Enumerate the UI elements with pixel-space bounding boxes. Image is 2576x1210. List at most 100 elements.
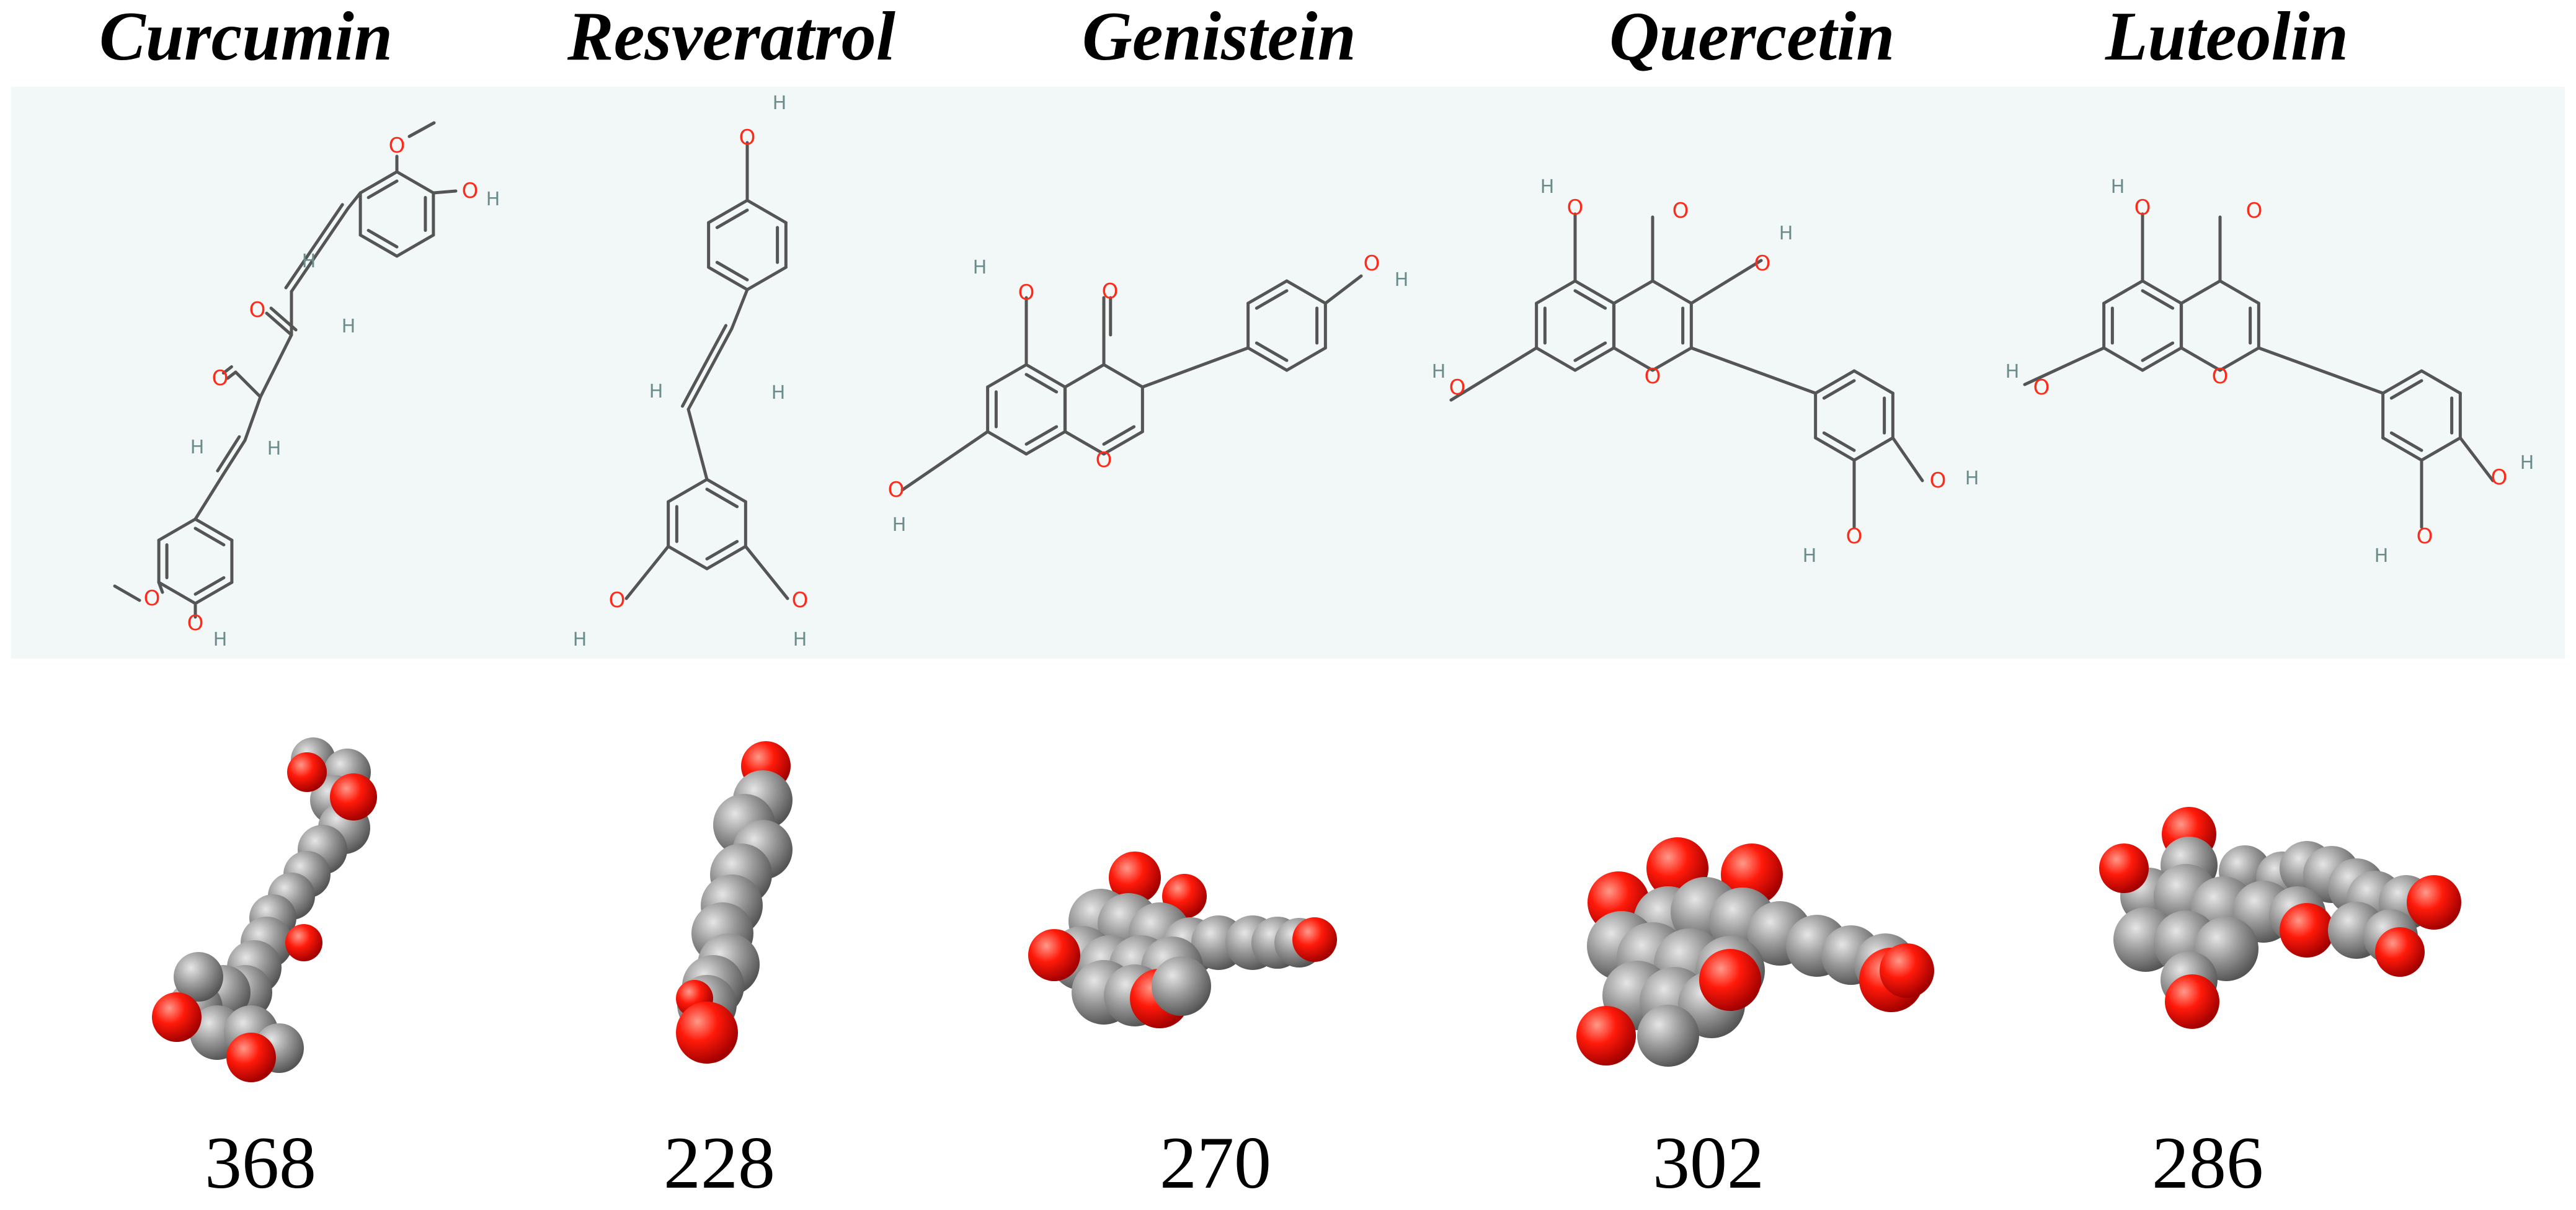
model-genistein [1028,852,1337,1028]
bond [407,121,436,138]
ring-a-inner-bond [1024,425,1059,446]
oxygen-atom [676,1002,738,1064]
oxygen-label: O [1930,468,1947,493]
oxygen-atom [1880,943,1934,998]
bond [157,581,164,594]
bond [1140,346,1250,389]
ring-a-inner-bond [2141,341,2175,362]
oxygen-label: O [2246,198,2263,223]
ring-a-inner-bond [2141,289,2175,310]
hydrogen-label: H [1432,361,1446,383]
models-3d [152,737,2461,1082]
ring-c-bond [2180,279,2222,305]
oxygen-label: O [739,125,756,150]
ring-a-bond [707,265,749,291]
structure-panel [11,87,2565,659]
bond [193,473,225,521]
ring-b-inner-bond [1255,289,1289,310]
oxygen-label: O [144,586,161,611]
hydrogen-label: H [793,629,807,651]
hydrogen-label: H [2111,176,2125,198]
ring-b-bond [193,581,234,605]
hydrogen-label: H [190,437,205,458]
oxygen-label: O [888,478,905,502]
oxygen-atom [285,924,322,961]
alkene-double-bond [680,324,727,408]
ring-b-bond [1246,346,1289,372]
oxygen-label: O [187,611,204,636]
ring-a-bond [707,198,749,225]
bond [1689,346,1818,395]
carbon-atom [174,952,223,1002]
ring-a-inner-bond [366,179,399,199]
oxygen-atom [1292,917,1337,962]
bond [1449,346,1539,402]
ring-b-inner-bond [1255,341,1289,362]
ring-b-bond [1285,346,1327,372]
ring-b-bond [667,478,709,504]
ring-a-bond [395,233,435,258]
oxygen-label: O [212,366,229,391]
compound-title-curcumin: Curcumin [99,0,393,75]
oxygen-label: O [1018,280,1035,305]
ring-a-bond [2141,279,2183,305]
ring-b-bond [1814,369,1856,395]
hydrogen-label: H [1395,269,1409,291]
ring-a-bond [1024,430,1067,456]
alkene-double-bond [686,327,734,411]
hydrogen-label: H [1540,176,1555,198]
compound-title-resveratrol: Resveratrol [567,0,895,75]
compound-title-genistein: Genistein [1082,0,1356,75]
hydrogen-label: H [2005,361,2020,383]
oxygen-atom [2407,875,2461,930]
compound-title-quercetin: Quercetin [1609,0,1895,75]
oxygen-label: O [389,133,406,158]
bond [2458,436,2495,483]
hydrogen-label: H [342,316,356,337]
bond [900,430,990,492]
chain-double-bond [216,435,241,473]
ring-b-bond [2381,436,2423,462]
ring-b-bond [157,581,197,605]
molecular-weight-luteolin: 286 [2152,1121,2263,1204]
bond [686,407,709,481]
chain-double-bond [284,203,344,290]
model-luteolin [2099,807,2461,1029]
ring-b-bond [1285,279,1327,305]
hydrogen-label: H [267,438,282,460]
ring-b-bond [2420,436,2462,462]
oxygen-label: O [1754,251,1771,276]
oxygen-label: O [2417,524,2433,549]
ring-a-bond [745,198,788,225]
bond [259,333,293,399]
hydrogen-label: H [773,92,787,114]
hydrogen-label: H [302,251,316,272]
ring-b-inner-bond [2389,379,2423,400]
hydrogen-label: H [213,629,228,651]
oxygen-label: O [1102,279,1119,304]
ring-a-bond [395,170,435,195]
ring-c-bond [1064,430,1106,456]
hydrogen-label: H [2520,452,2534,474]
molecular-weight-genistein: 270 [1160,1121,1271,1204]
oxygen-atom [1109,852,1161,904]
ring-a-bond [358,233,399,258]
ring-c-bond [2218,346,2260,372]
molecular-weight-curcumin: 368 [205,1121,316,1204]
hydrogen-label: H [771,382,786,404]
ring-b-inner-bond [1822,379,1856,400]
oxygen-label: O [2212,364,2229,389]
ring-c-bond [1651,279,1693,305]
hydrogen-label: H [892,514,907,536]
ring-b-bond [1852,369,1894,395]
ring-a-inner-bond [366,229,399,249]
ring-b-bond [1852,436,1894,462]
oxygen-label: O [1449,375,1466,400]
hydrogen-label: H [486,189,500,210]
oxygen-atom [226,1033,276,1082]
ring-a-bond [1024,363,1067,389]
